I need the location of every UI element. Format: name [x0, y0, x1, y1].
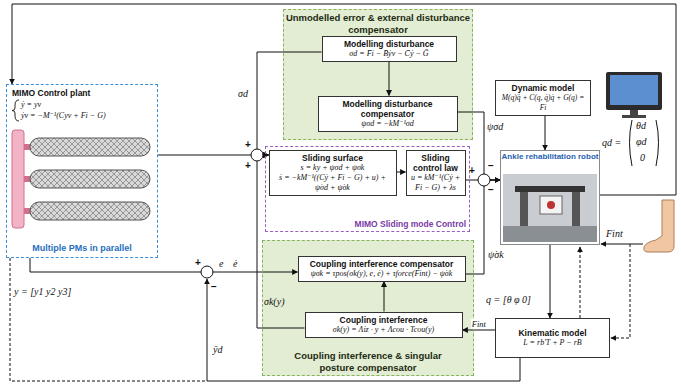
node-text: s = ky + ψσd + ψσk [273, 163, 393, 173]
signal-label: θd [636, 120, 646, 132]
node-title: Coupling interference compensator [302, 259, 462, 269]
signal-connector [550, 245, 551, 318]
node-text: σk(y) = Λiz · y + Λcou · Tcou(y) [309, 325, 459, 335]
monitor-screen [610, 75, 658, 105]
signal-connector [463, 330, 496, 331]
robot-joint [547, 201, 555, 209]
signal-connector [397, 172, 406, 173]
signal-label: q = [θ φ 0] [486, 294, 531, 306]
signal-label: σk(y) [264, 296, 284, 308]
sign-label: − [211, 281, 217, 293]
monitor-stand [630, 110, 638, 115]
node-title: Ankle rehabilitation robot [501, 151, 599, 162]
node-text: L = rb'T + P − rB [499, 338, 606, 348]
process-box: Dynamic modelM(q)q̈ + C(q, q̇)q̇ + G(q) … [495, 80, 591, 116]
robot-post [572, 192, 580, 226]
signal-label: 0 [640, 152, 645, 164]
node-text: ẏv = −M⁻¹(Cyv + Fi − G) [21, 111, 106, 121]
sign-label: + [195, 257, 201, 269]
signal-label: σd [238, 88, 248, 100]
process-box: Modelling disturbance compensatorψσd = −… [318, 96, 458, 132]
sign-label: + [469, 165, 475, 177]
vector-paren [656, 120, 659, 166]
node-title: Dynamic model [499, 83, 587, 93]
summing-junction [251, 149, 263, 161]
signal-label: y = [y1 y2 y3] [14, 286, 71, 298]
node-text: ψσd = −kM⁻¹σd [322, 119, 454, 129]
node-title: MIMO Sliding mode Control [355, 219, 466, 229]
pm-connector [24, 208, 30, 214]
pneumatic-muscle [30, 170, 150, 188]
signal-label: ȳd [213, 344, 222, 356]
node-title: Unmodelled error & external disturbance … [284, 12, 472, 35]
summing-junction [201, 266, 213, 278]
robot-base [503, 226, 597, 242]
process-box: Coupling interferenceσk(y) = Λiz · y + Λ… [305, 312, 463, 338]
signal-label: ė [233, 258, 237, 270]
foot [644, 200, 674, 252]
brace [12, 100, 19, 121]
force-wire [601, 244, 643, 245]
region-fill [262, 240, 474, 376]
feedback-wire [580, 247, 581, 318]
node-text: ṡ = −kM⁻¹((Cẏ + Fi − G) + u) + ψ̇σd + ψ̇… [273, 173, 393, 193]
signal-label: Fint [606, 228, 623, 240]
sign-label: − [488, 160, 494, 172]
signal-label: ψσd [487, 121, 503, 133]
node-text: ψσk = τpos(σk(y), e, ė) + τforce(Fint) −… [302, 269, 462, 279]
robot-post [520, 192, 528, 226]
pm-connector [24, 176, 30, 182]
robot-plate [540, 196, 562, 214]
sign-label: + [245, 139, 251, 151]
node-text: σd = F̄i − B̄ẏv − C̄ẏ − Ḡ [326, 49, 453, 59]
compensator-region: Coupling interference & singular posture… [262, 240, 474, 376]
process-box: Sliding control lawu = kM⁻¹(Cẏ + Fi − G)… [406, 150, 466, 196]
node-text: ẏ = yv [21, 100, 41, 110]
node-text: u = kM⁻¹(Cẏ + Fi − G) + λs [410, 173, 462, 193]
process-box: Coupling interference compensatorψσk = τ… [298, 256, 466, 282]
robot-frame [515, 186, 585, 192]
signal-label: ψ̇σk [488, 249, 504, 261]
signal-connector [12, 4, 676, 195]
node-title: Coupling interference & singular posture… [288, 350, 448, 373]
plant-region: MIMO Control plant ẏ = yvẏv = −M⁻¹(Cyv + … [6, 84, 158, 258]
node-title: Kinematic model [499, 328, 606, 338]
signal-connector [30, 258, 298, 272]
controller-region: MIMO Sliding mode Control Sliding surface… [265, 146, 470, 232]
node-title: MIMO Control plant [12, 88, 90, 98]
pneumatic-muscle [30, 138, 150, 156]
output-wire [10, 258, 207, 381]
node-title: Sliding control law [410, 153, 462, 173]
node-title: Modelling disturbance compensator [322, 99, 454, 119]
node-title: Modelling disturbance [326, 39, 453, 49]
process-box: Kinematic modelL = rb'T + P − rB [495, 318, 610, 358]
edge-label: Fint [471, 319, 487, 329]
robot-photo [503, 174, 597, 242]
force-wire [611, 244, 630, 338]
vector-paren [630, 120, 633, 166]
signal-label: qd = [602, 137, 621, 149]
signal-label: e [219, 258, 223, 270]
pneumatic-muscle [30, 202, 150, 220]
monitor [606, 72, 662, 110]
compensator-region: Unmodelled error & external disturbance … [283, 9, 473, 140]
node-title: Sliding surface [273, 153, 393, 163]
pm-frame [12, 130, 24, 228]
sign-label: + [245, 160, 251, 172]
monitor-base [622, 115, 646, 118]
robot-photo-box: Ankle rehabilitation robot [500, 150, 600, 245]
node-text: Multiple PMs in parallel [7, 243, 157, 254]
signal-connector [389, 62, 390, 96]
signal-connector [384, 282, 385, 312]
sign-label: − [488, 184, 494, 196]
signal-label: φd [636, 136, 647, 148]
signal-connector [545, 116, 546, 150]
node-text: M(q)q̈ + C(q, q̇)q̇ + G(q) = Fi [499, 93, 587, 113]
region-fill [283, 9, 473, 140]
process-box: Sliding surfaces = ky + ψσd + ψσkṡ = −kM… [269, 150, 397, 196]
node-title: Coupling interference [309, 315, 459, 325]
process-box: Modelling disturbanceσd = F̄i − B̄ẏv − C… [322, 36, 457, 62]
pm-connector [24, 144, 30, 150]
